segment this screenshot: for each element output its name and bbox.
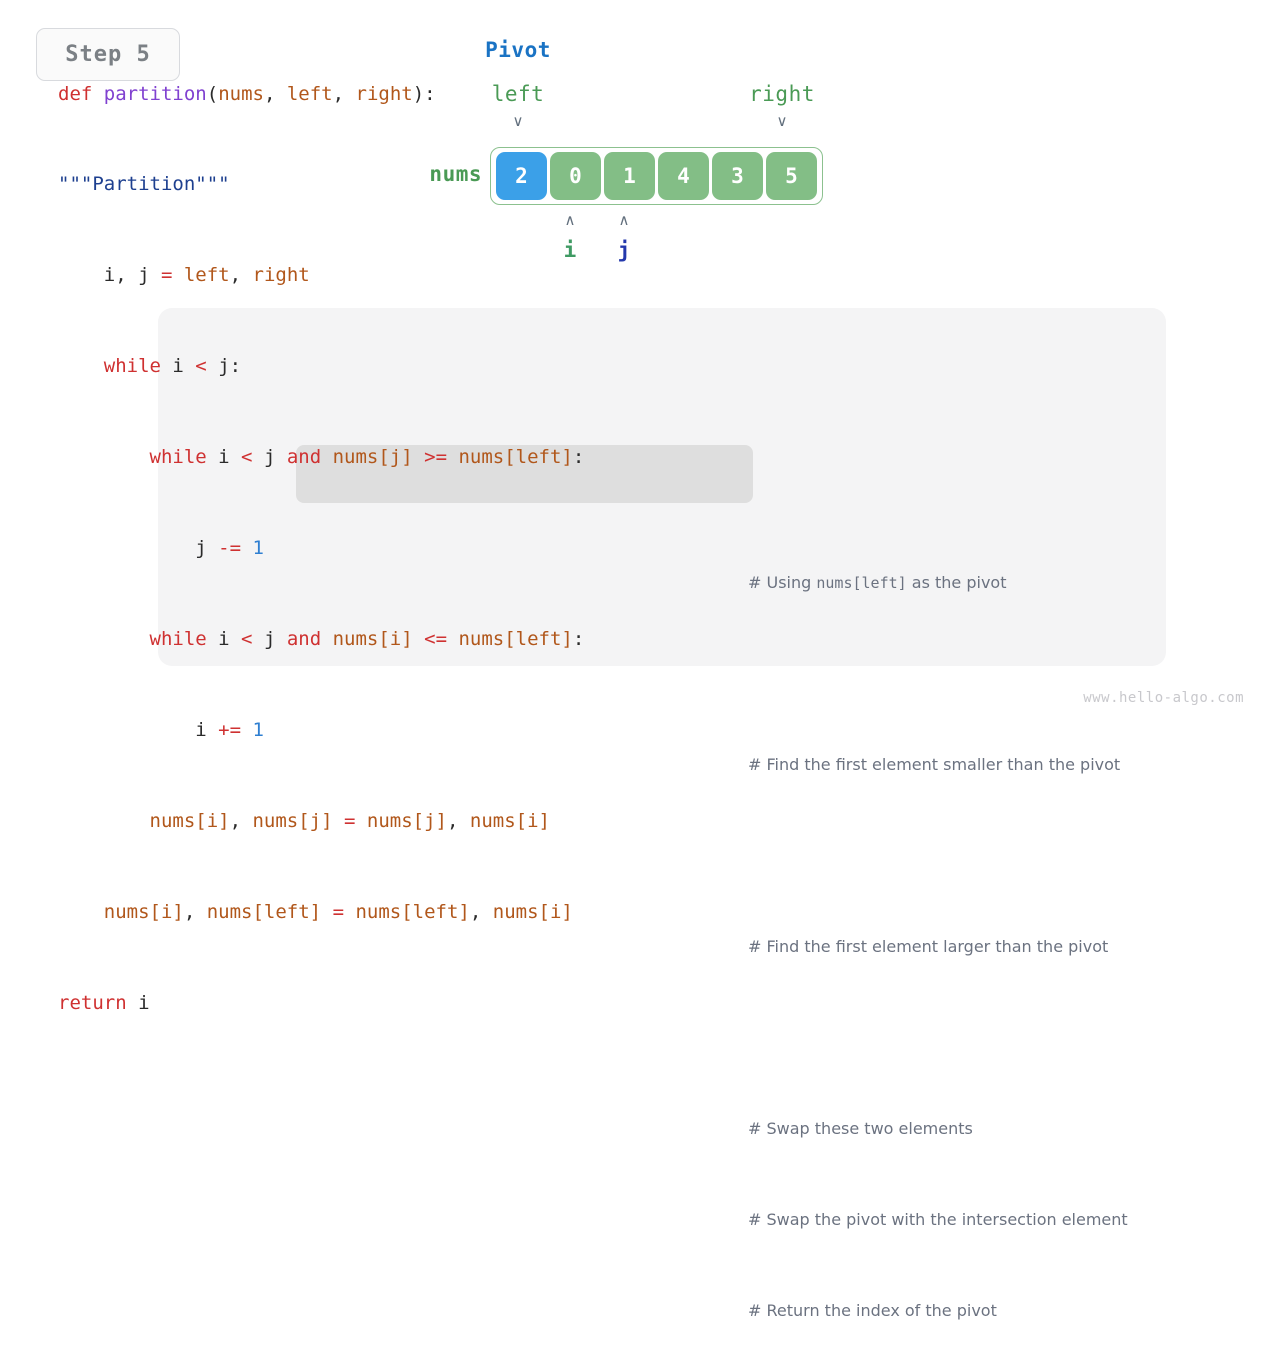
- pointer-label-j: j: [617, 238, 631, 262]
- code-line-4: while i < j and nums[j] >= nums[left]:: [149, 446, 585, 469]
- comment-pivot-usage-mono: nums[left]: [816, 574, 907, 593]
- comment-line-8: # Swap these two elements: [748, 1118, 973, 1138]
- pointer-marker-j: ∧ j: [597, 213, 651, 261]
- comment-line-10: # Return the index of the pivot: [748, 1300, 997, 1320]
- comment-line-1: [748, 477, 1128, 507]
- pointer-label-i: i: [563, 238, 577, 262]
- comment-line-3: [748, 659, 1128, 689]
- step-badge: Step 5: [36, 28, 180, 81]
- pointer-marker-i: ∧ i: [543, 213, 597, 261]
- array-cell-value: 0: [569, 164, 582, 188]
- comment-line-2: # Using nums[left] as the pivot: [748, 568, 1128, 598]
- comment-line-9: # Swap the pivot with the intersection e…: [748, 1209, 1128, 1229]
- caret-up-icon-i: ∧: [564, 211, 576, 229]
- left-bound-label: left: [491, 82, 545, 106]
- comment-line-0: [748, 387, 1128, 417]
- array-container: 2 0 1 4 3 5: [490, 147, 823, 205]
- array-cell-2[interactable]: 1: [604, 152, 655, 200]
- array-cell-value: 4: [677, 164, 690, 188]
- comment-line-6: # Find the first element larger than the…: [748, 936, 1109, 956]
- array-cell-3[interactable]: 4: [658, 152, 709, 200]
- code-highlight-region: [296, 445, 753, 503]
- code-line-5: j -= 1: [58, 537, 264, 560]
- chevron-down-icon-right: ∨: [776, 112, 788, 130]
- array-cell-0[interactable]: 2: [496, 152, 547, 200]
- array-cell-value: 3: [731, 164, 744, 188]
- code-line-8: nums[i], nums[j] = nums[j], nums[i]: [149, 809, 550, 832]
- array-cell-4[interactable]: 3: [712, 152, 763, 200]
- comment-line-7: [748, 1023, 1128, 1053]
- array-cell-value: 1: [623, 164, 636, 188]
- comment-pivot-usage-post: as the pivot: [906, 573, 1007, 593]
- code-line-0: def partition(nums, left, right):: [58, 82, 436, 105]
- code-line-10: return i: [58, 991, 150, 1014]
- code-line-7: i += 1: [58, 718, 264, 741]
- code-line-1: """Partition""": [58, 173, 230, 196]
- chevron-down-icon-left: ∨: [512, 112, 524, 130]
- caret-up-icon-j: ∧: [618, 211, 630, 229]
- comment-line-5: [748, 841, 1128, 871]
- array-diagram: Pivot left right ∨ ∨ nums 2 0 1 4 3 5 ∧ …: [0, 0, 1280, 290]
- code-line-9: nums[i], nums[left] = nums[left], nums[i…: [103, 900, 573, 923]
- array-cell-value: 5: [785, 164, 798, 188]
- code-comments: # Using nums[left] as the pivot # Find t…: [748, 326, 1128, 1356]
- code-line-6: while i < j and nums[i] <= nums[left]:: [149, 627, 585, 650]
- step-badge-label: Step 5: [65, 42, 151, 67]
- code-block: def partition(nums, left, right): """Par…: [58, 18, 584, 1048]
- array-name-label: nums: [429, 162, 482, 186]
- array-cell-value: 2: [515, 164, 528, 188]
- pivot-label: Pivot: [485, 38, 551, 62]
- array-cell-5[interactable]: 5: [766, 152, 817, 200]
- comment-line-4: # Find the first element smaller than th…: [748, 755, 1121, 775]
- pointer-markers: ∧ i ∧ j: [490, 213, 814, 273]
- code-line-3: while i < j:: [103, 355, 242, 378]
- watermark: www.hello-algo.com: [1083, 690, 1244, 706]
- code-line-2: i, j = left, right: [58, 264, 310, 287]
- array-cell-1[interactable]: 0: [550, 152, 601, 200]
- right-bound-label: right: [749, 82, 815, 106]
- comment-pivot-usage-pre: # Using: [748, 573, 817, 593]
